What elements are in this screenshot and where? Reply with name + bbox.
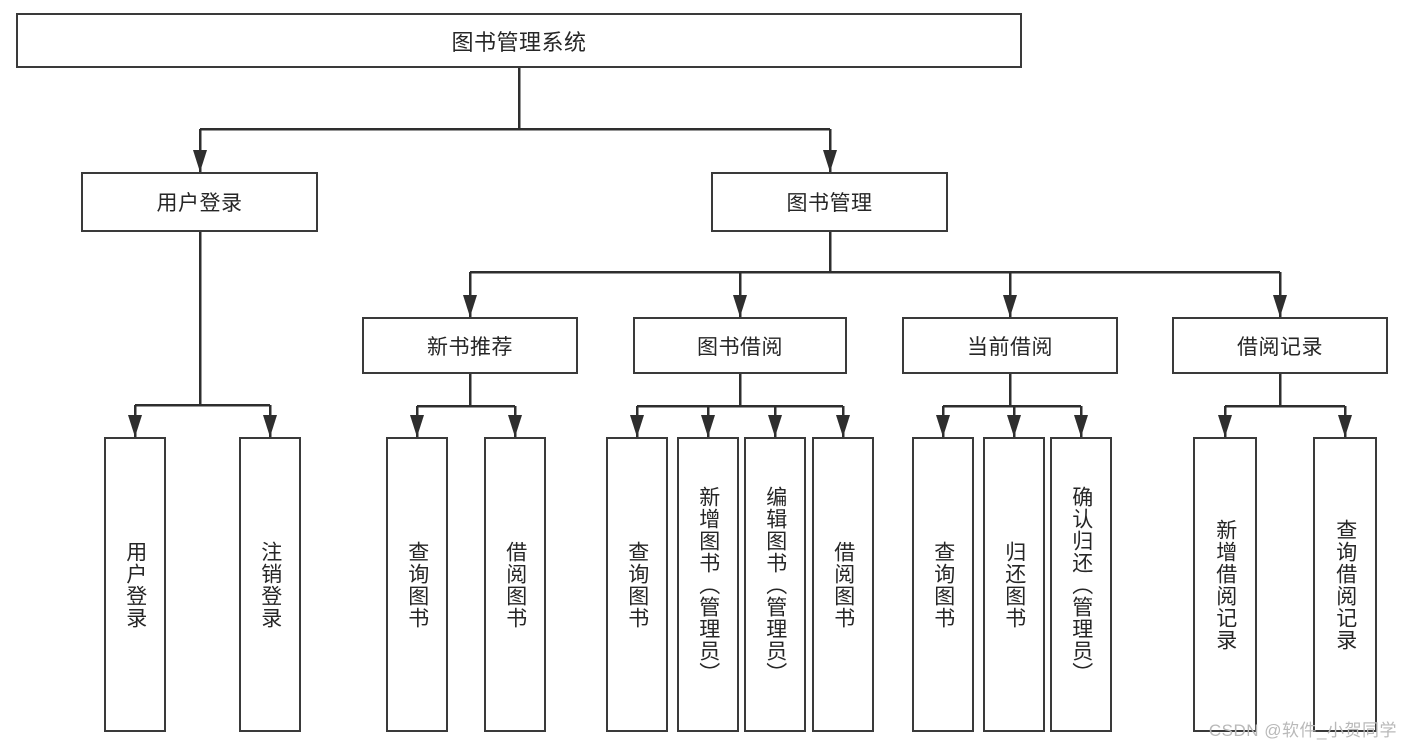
node-label: 查询借阅记录 [1333, 518, 1357, 651]
node-label: 当前借阅 [967, 335, 1053, 359]
node-label: 归还图书 [1002, 540, 1026, 629]
node-l3-current-query[interactable]: 查询图书 [912, 437, 974, 732]
node-label: 借阅记录 [1237, 335, 1323, 359]
node-label: 图书管理 [786, 192, 873, 215]
node-l3-current-confirm[interactable]: 确认归还（管理员） [1050, 437, 1112, 732]
node-l3-record-add[interactable]: 新增借阅记录 [1193, 437, 1257, 732]
node-label: 用户登录 [123, 540, 147, 629]
node-l3-user-login[interactable]: 用户登录 [104, 437, 166, 732]
node-l3-borrow-lend[interactable]: 借阅图书 [812, 437, 874, 732]
node-l3-current-return[interactable]: 归还图书 [983, 437, 1045, 732]
node-label: 图书借阅 [697, 335, 783, 359]
watermark-text: CSDN @软件_小贺同学 [1208, 721, 1397, 740]
node-l3-borrow-add[interactable]: 新增图书（管理员） [677, 437, 739, 732]
node-l3-new-query[interactable]: 查询图书 [386, 437, 448, 732]
node-label: 新增借阅记录 [1213, 518, 1237, 651]
node-label: 用户登录 [156, 192, 243, 215]
node-label: 查询图书 [625, 540, 649, 629]
node-l1-user[interactable]: 用户登录 [81, 172, 318, 232]
node-label: 编辑图书（管理员） [763, 485, 787, 684]
node-label: 新书推荐 [427, 335, 513, 359]
node-l1-book[interactable]: 图书管理 [711, 172, 948, 232]
node-label: 图书管理系统 [451, 29, 587, 55]
node-l2-current[interactable]: 当前借阅 [902, 317, 1118, 374]
node-l2-record[interactable]: 借阅记录 [1172, 317, 1388, 374]
node-label: 确认归还（管理员） [1069, 485, 1093, 684]
node-label: 查询图书 [931, 540, 955, 629]
node-l3-borrow-query[interactable]: 查询图书 [606, 437, 668, 732]
node-l2-new[interactable]: 新书推荐 [362, 317, 578, 374]
node-root[interactable]: 图书管理系统 [16, 13, 1022, 68]
node-label: 借阅图书 [831, 540, 855, 629]
node-l2-borrow[interactable]: 图书借阅 [633, 317, 847, 374]
node-l3-new-borrow[interactable]: 借阅图书 [484, 437, 546, 732]
node-l3-record-query[interactable]: 查询借阅记录 [1313, 437, 1377, 732]
node-label: 查询图书 [405, 540, 429, 629]
node-label: 借阅图书 [503, 540, 527, 629]
node-l3-borrow-edit[interactable]: 编辑图书（管理员） [744, 437, 806, 732]
node-label: 注销登录 [258, 540, 282, 629]
node-label: 新增图书（管理员） [696, 485, 720, 684]
node-l3-user-logout[interactable]: 注销登录 [239, 437, 301, 732]
